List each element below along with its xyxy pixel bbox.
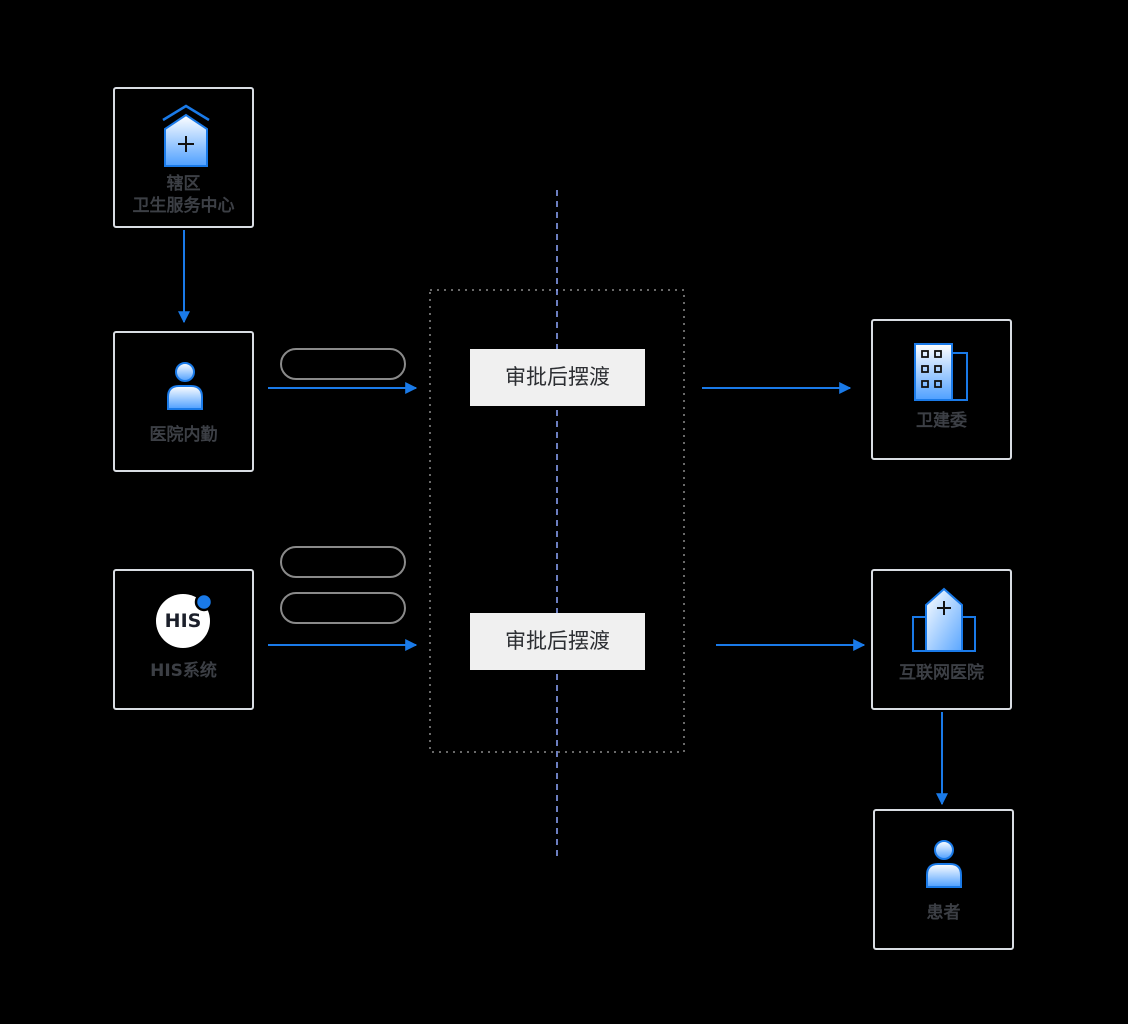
data-tag-pill — [280, 592, 406, 624]
person-icon — [167, 362, 203, 410]
stage-approval-ferry-upper: 审批后摆渡 — [470, 349, 645, 406]
data-tag-pill — [280, 348, 406, 380]
node-patient: 患者 — [873, 809, 1014, 950]
node-label-line2: 卫生服务中心 — [132, 196, 235, 216]
data-tag-pill — [280, 546, 406, 578]
clinic-house-icon — [162, 104, 210, 167]
hospital-building-icon — [912, 587, 976, 652]
node-label: 卫建委 — [916, 411, 967, 431]
node-his-system: HIS HIS系统 — [113, 569, 254, 710]
node-label-line1: 辖区 — [166, 174, 201, 194]
node-label: 医院内勤 — [149, 425, 218, 445]
office-building-icon — [914, 343, 968, 401]
node-label: HIS系统 — [150, 661, 217, 681]
node-health-commission: 卫建委 — [871, 319, 1012, 460]
node-district-health-center: 辖区 卫生服务中心 — [113, 87, 254, 228]
person-icon — [926, 840, 962, 888]
node-hospital-staff: 医院内勤 — [113, 331, 254, 472]
his-badge-text: HIS — [164, 610, 202, 632]
node-label: 互联网医院 — [899, 663, 984, 683]
node-internet-hospital: 互联网医院 — [871, 569, 1012, 710]
stage-approval-ferry-lower: 审批后摆渡 — [470, 613, 645, 670]
node-label: 患者 — [926, 903, 961, 923]
his-badge-icon — [156, 592, 214, 648]
